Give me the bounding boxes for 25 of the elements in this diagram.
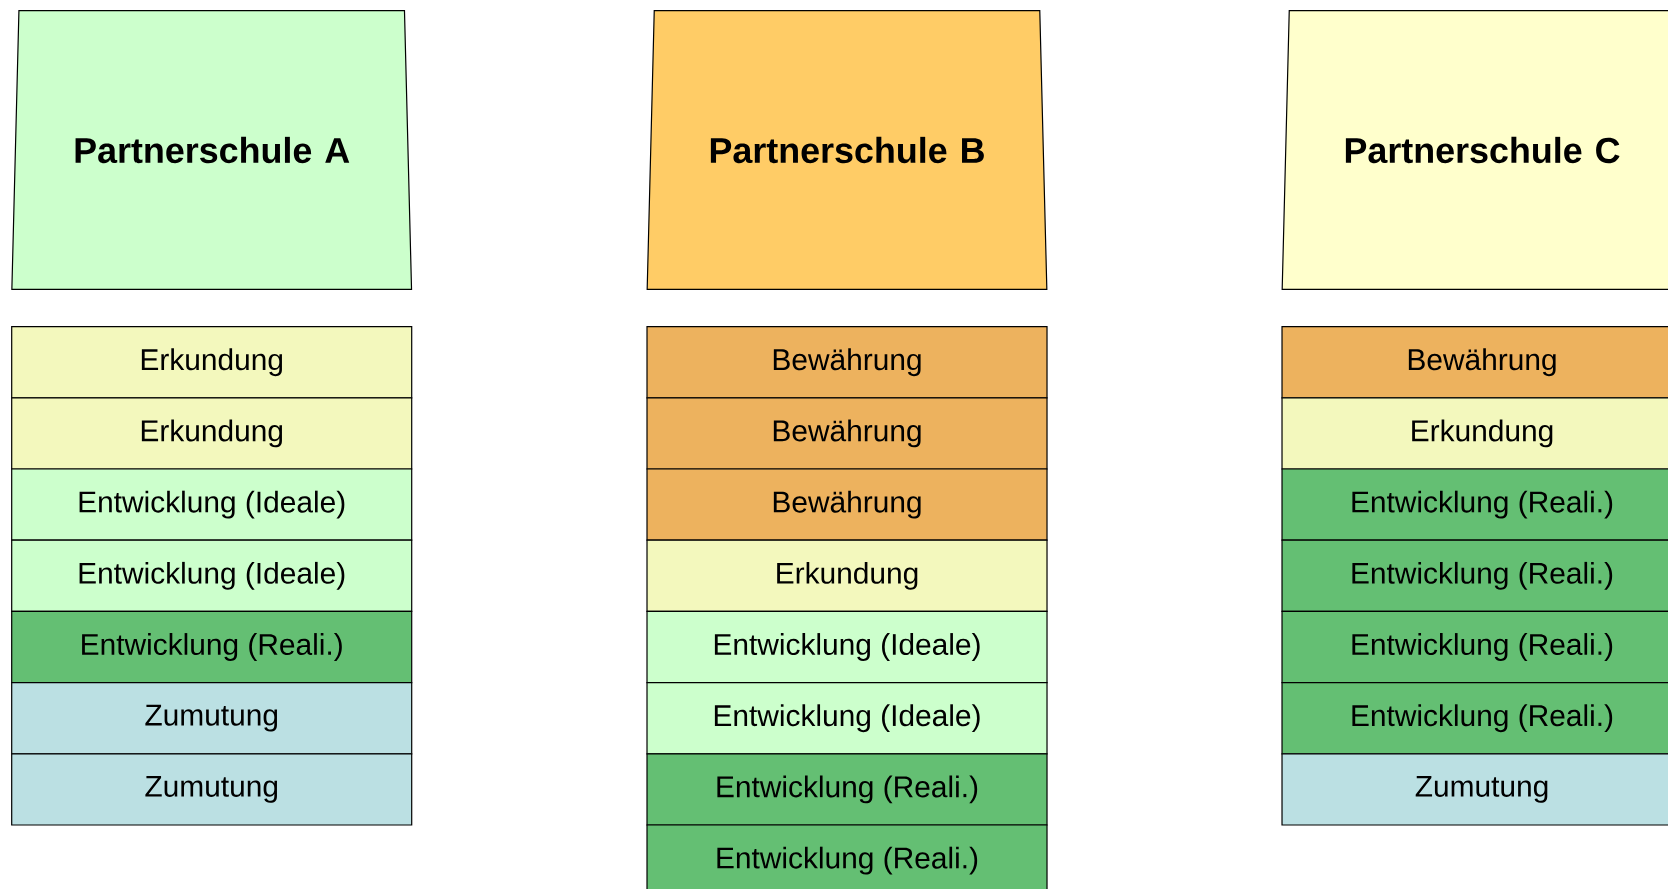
stage-box: Bewährung [1281, 326, 1668, 399]
stage-box: Entwicklung (Ideale) [646, 610, 1048, 684]
school-heading-trapezoid: Partnerschule A [11, 10, 413, 290]
stage-box: Entwicklung (Reali.) [1281, 539, 1668, 612]
stage-box: Entwicklung (Reali.) [11, 610, 413, 684]
stage-box: Entwicklung (Reali.) [1281, 682, 1668, 755]
stage-box: Entwicklung (Reali.) [1281, 610, 1668, 684]
stage-box: Entwicklung (Reali.) [1281, 468, 1668, 541]
stage-box: Erkundung [11, 397, 413, 470]
stage-box: Erkundung [646, 539, 1048, 612]
stage-box: Entwicklung (Ideale) [11, 539, 413, 612]
stage-box: Zumutung [11, 753, 413, 826]
stage-box: Entwicklung (Ideale) [11, 468, 413, 541]
stage-box: Erkundung [1281, 397, 1668, 470]
stage-box: Bewährung [646, 397, 1048, 470]
stage-box: Zumutung [11, 682, 413, 755]
stage-box: Zumutung [1281, 753, 1668, 826]
school-heading-trapezoid: Partnerschule B [646, 10, 1048, 290]
stage-box: Entwicklung (Ideale) [646, 682, 1048, 755]
stage-box: Entwicklung (Reali.) [646, 753, 1048, 826]
school-heading-trapezoid: Partnerschule C [1281, 10, 1668, 290]
stage-box: Bewährung [646, 468, 1048, 541]
stage-box: Erkundung [11, 326, 413, 399]
stage-box: Bewährung [646, 326, 1048, 399]
stage-box: Entwicklung (Reali.) [646, 824, 1048, 889]
